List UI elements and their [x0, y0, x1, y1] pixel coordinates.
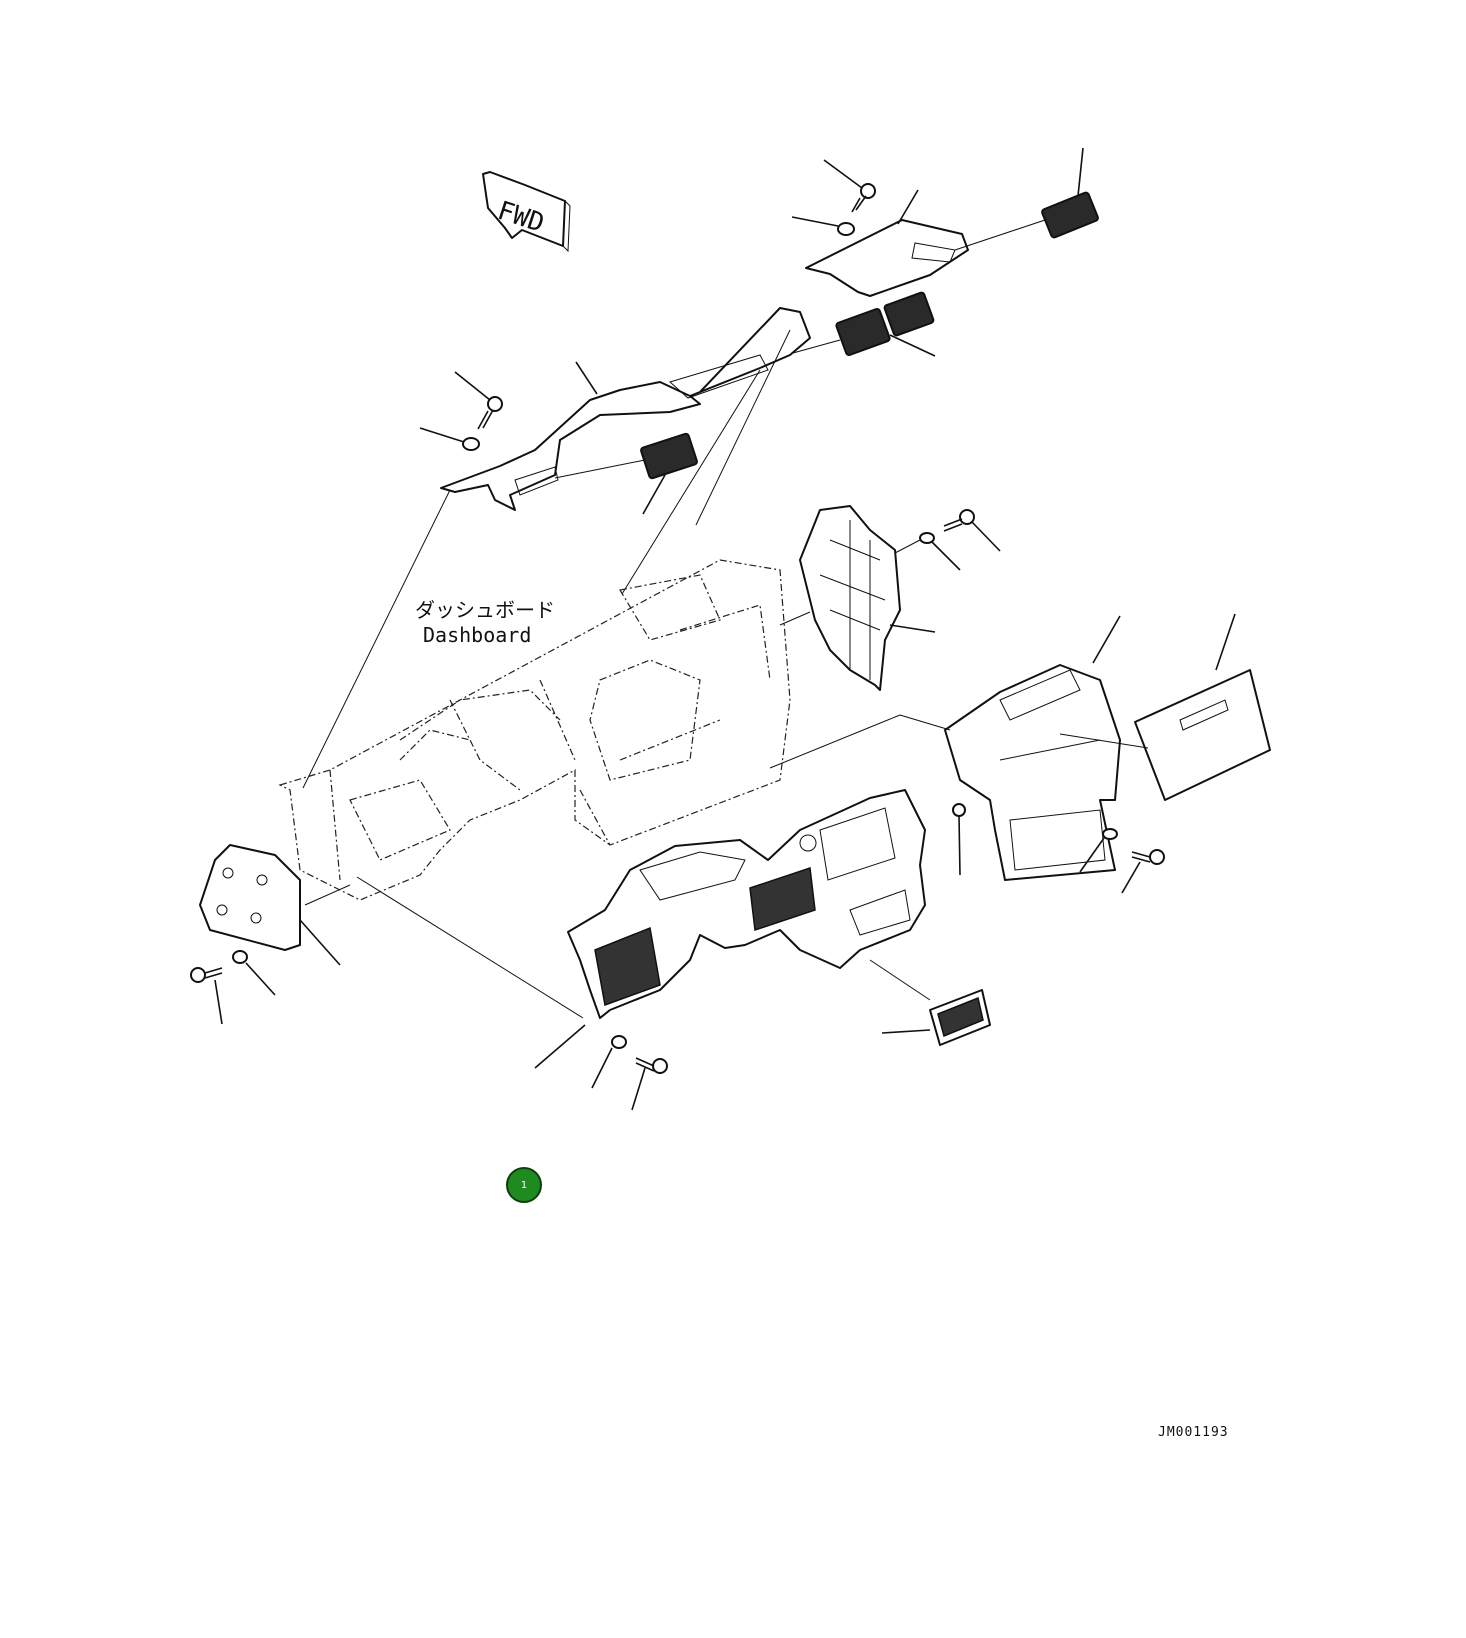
- left-end-cap: [199, 844, 351, 966]
- dashboard-frame: [278, 559, 791, 901]
- side-bracket-panel: [779, 505, 936, 691]
- bolt-top-center-icon: [791, 159, 876, 236]
- bottom-vent: [869, 959, 991, 1046]
- clip-icon: [952, 803, 966, 876]
- fwd-arrow-icon: FWD: [482, 171, 571, 253]
- bolt-bottom-center-icon: [534, 1024, 668, 1111]
- bolt-right-lower-icon: [1079, 828, 1165, 894]
- bolt-bracket-icon: [894, 509, 1001, 571]
- bolt-bottom-left-icon: [190, 950, 276, 1025]
- upper-dash-cover: [440, 307, 811, 511]
- dashboard-label-en: Dashboard: [423, 623, 531, 647]
- vent-upper-left: [554, 432, 698, 515]
- lower-dash-panel: [356, 714, 951, 1019]
- drawing-id: JM001193: [1158, 1425, 1229, 1440]
- callout-marker[interactable]: 1: [506, 1167, 542, 1203]
- glovebox-housing: [944, 615, 1121, 881]
- vent-top-right: [954, 147, 1099, 251]
- glovebox-lid: [1059, 613, 1271, 801]
- dashboard-label-jp: ダッシュボード: [415, 598, 555, 622]
- bolt-upper-left-icon: [419, 371, 503, 451]
- upper-cover-right: [805, 189, 969, 297]
